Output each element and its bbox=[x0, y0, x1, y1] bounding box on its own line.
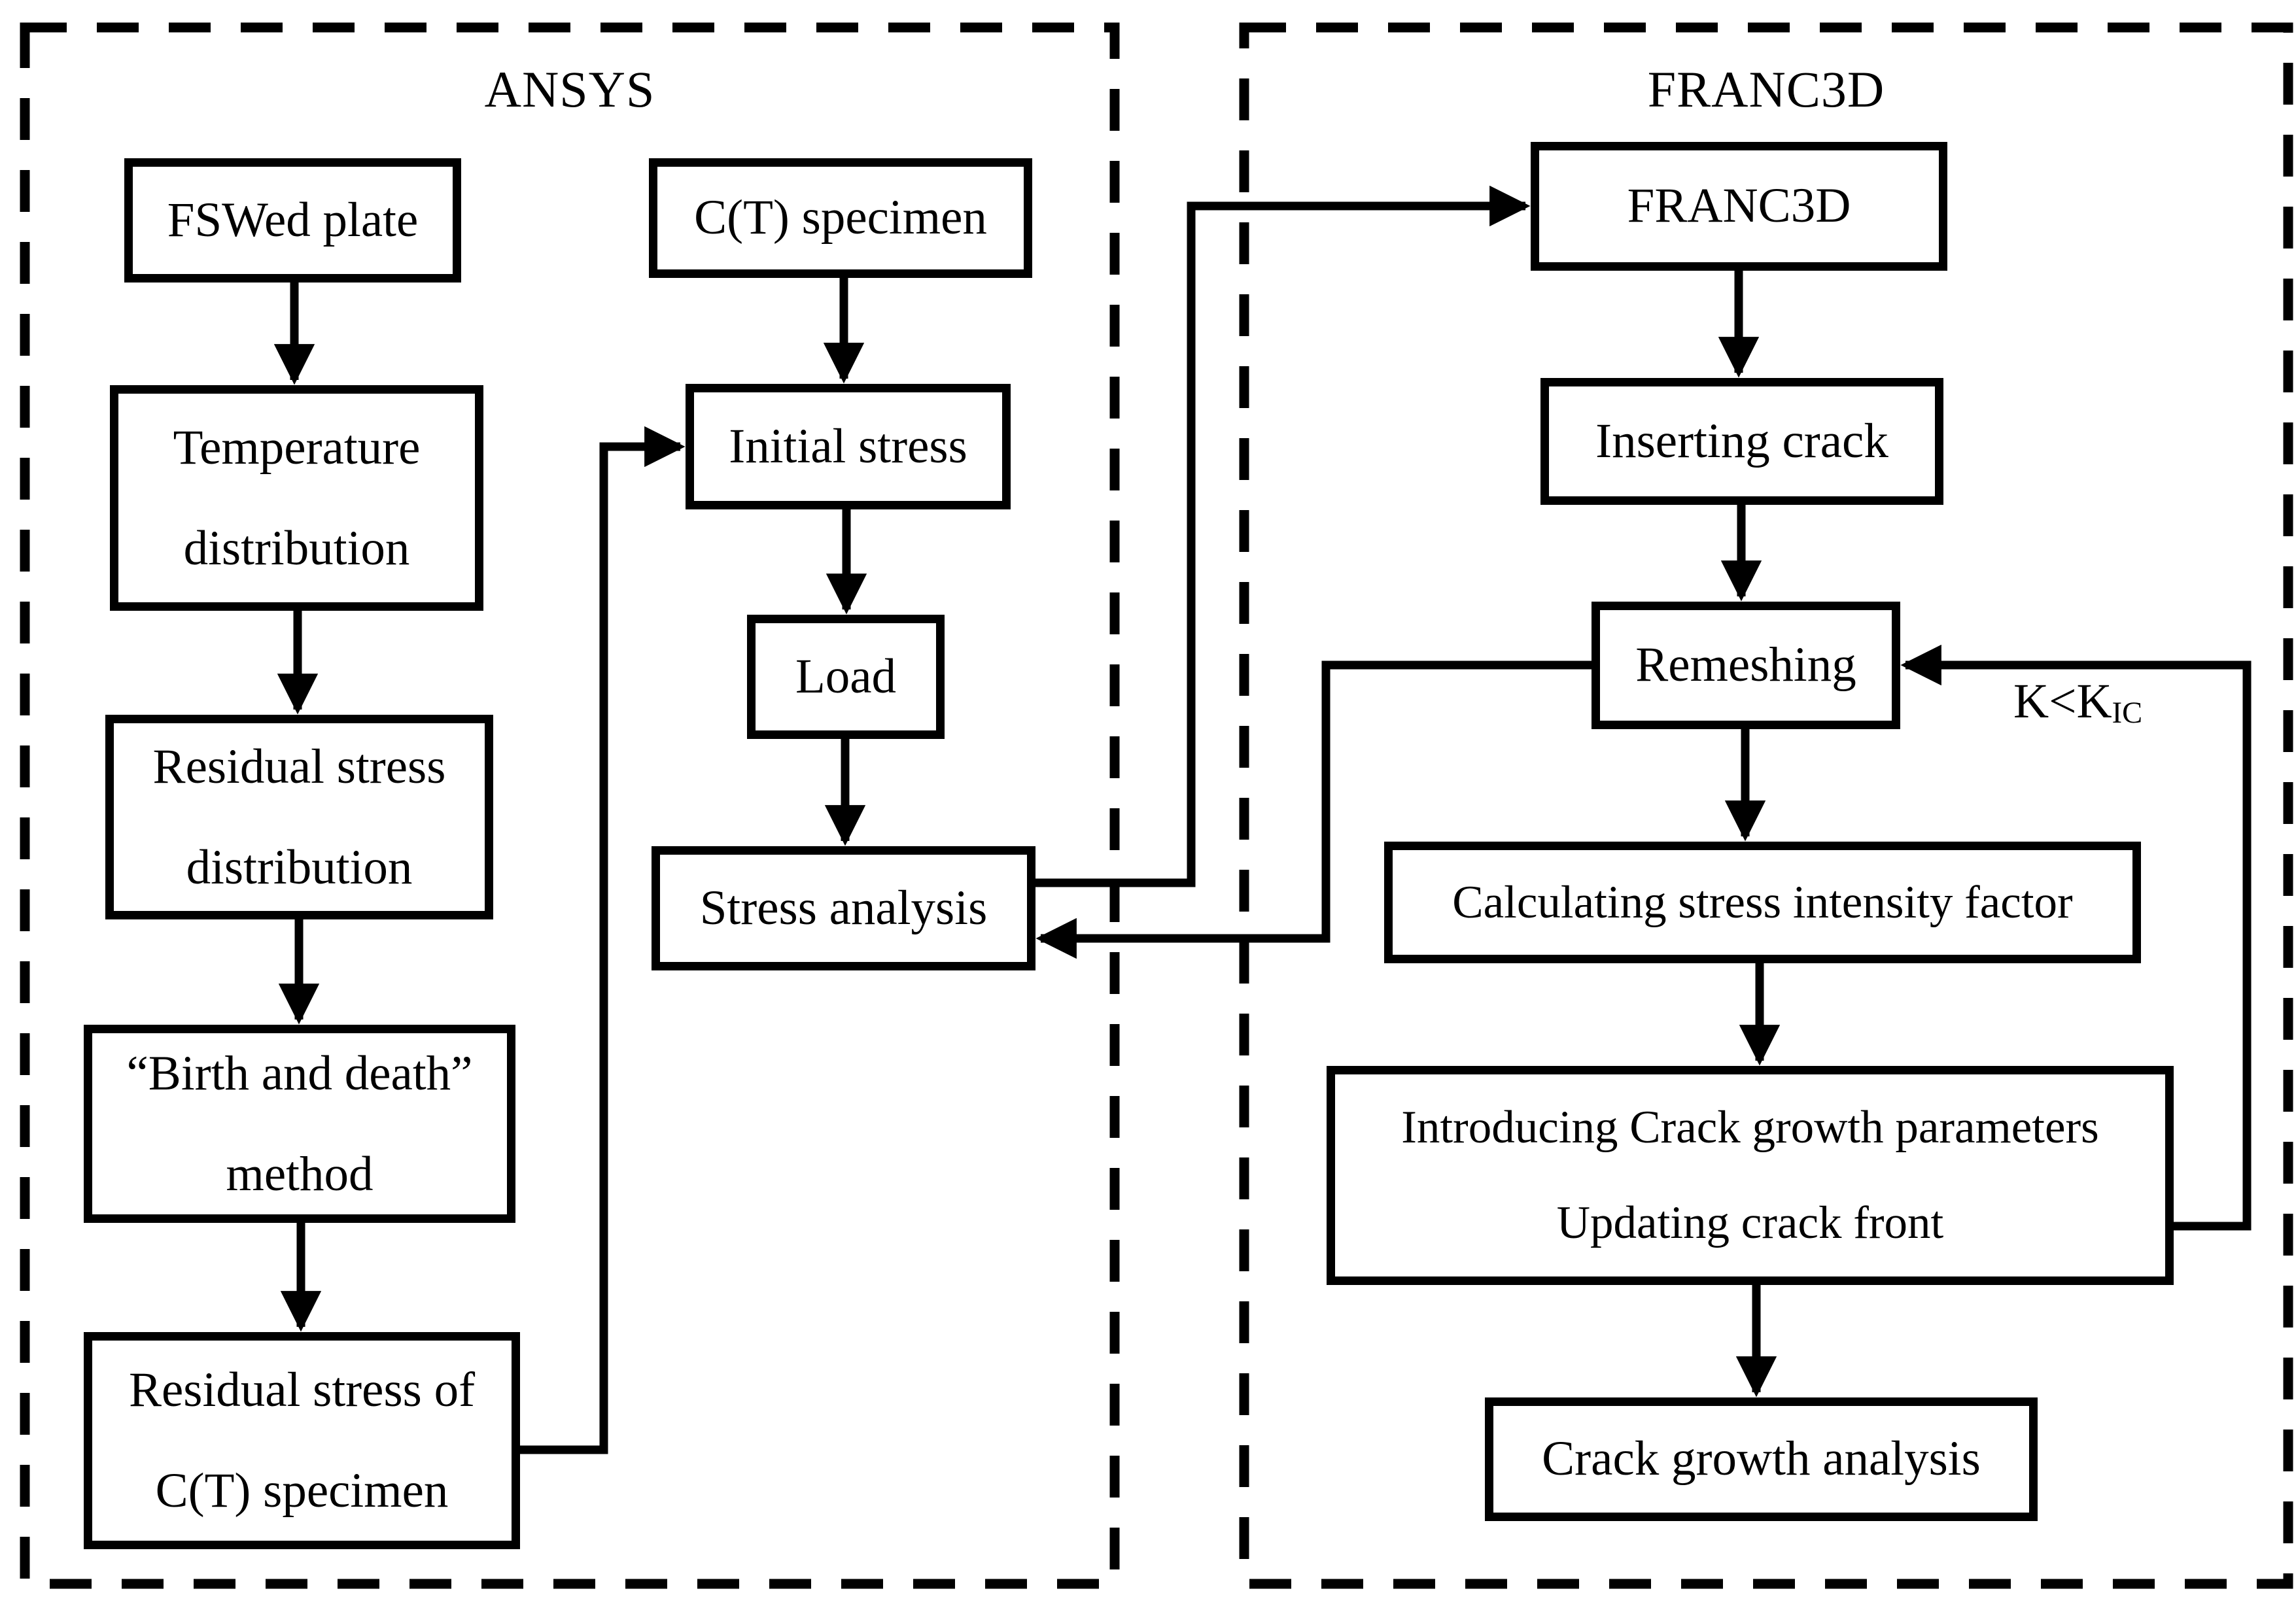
franc3d-region-title: FRANC3D bbox=[1647, 61, 1885, 118]
node-label: Residual stress bbox=[152, 739, 446, 794]
node-label: method bbox=[226, 1146, 374, 1201]
k-condition-label: K<KIC bbox=[2013, 674, 2142, 730]
connector-remeshing-to-stressanalysis bbox=[1035, 660, 1592, 959]
ansys-region-title: ANSYS bbox=[484, 61, 655, 118]
ansys-region-border bbox=[20, 22, 1120, 1589]
node-initial-stress: Initial stress bbox=[686, 384, 1011, 509]
node-residual-stress-distribution: Residual stress distribution bbox=[105, 715, 493, 919]
node-label: Updating crack front bbox=[1556, 1197, 1944, 1248]
node-birth-and-death-method: “Birth and death” method bbox=[84, 1025, 515, 1223]
connector-residualct-to-initialstress bbox=[520, 426, 686, 1454]
node-stress-analysis: Stress analysis bbox=[652, 846, 1035, 970]
node-label: Stress analysis bbox=[699, 880, 988, 935]
node-label: Inserting crack bbox=[1595, 413, 1888, 468]
node-label: Initial stress bbox=[729, 419, 967, 473]
node-label: Remeshing bbox=[1635, 638, 1856, 693]
node-label: FRANC3D bbox=[1627, 179, 1851, 233]
node-load: Load bbox=[747, 615, 945, 739]
node-inserting-crack: Inserting crack bbox=[1540, 378, 1943, 505]
connector-growthparams-to-remeshing-loop bbox=[1900, 644, 2252, 1231]
node-franc3d: FRANC3D bbox=[1531, 142, 1947, 271]
node-fswed-plate: FSWed plate bbox=[124, 158, 461, 283]
connector-stressanalysis-to-franc3d bbox=[1035, 185, 1531, 887]
node-label: “Birth and death” bbox=[126, 1046, 473, 1101]
node-label: Calculating stress intensity factor bbox=[1452, 876, 2073, 928]
node-label: Crack growth analysis bbox=[1542, 1431, 1981, 1486]
node-label: Residual stress of bbox=[128, 1363, 476, 1418]
node-temperature-distribution: Temperature distribution bbox=[110, 385, 483, 611]
node-label: Introducing Crack growth parameters bbox=[1401, 1101, 2099, 1153]
node-calculating-stress-intensity-factor: Calculating stress intensity factor bbox=[1384, 842, 2141, 963]
node-label: distribution bbox=[183, 521, 410, 575]
k-condition-subscript: IC bbox=[2112, 696, 2143, 730]
node-ct-specimen: C(T) specimen bbox=[649, 158, 1032, 278]
franc3d-region-border bbox=[1239, 22, 2293, 1589]
k-condition-text: K<K bbox=[2013, 674, 2112, 728]
node-crack-growth-parameters: Introducing Crack growth parameters Upda… bbox=[1327, 1066, 2174, 1285]
node-label: distribution bbox=[186, 840, 413, 895]
node-label: Temperature bbox=[173, 420, 421, 475]
node-residual-stress-of-ct-specimen: Residual stress of C(T) specimen bbox=[84, 1332, 520, 1549]
node-crack-growth-analysis: Crack growth analysis bbox=[1485, 1397, 2038, 1521]
node-label: Load bbox=[795, 649, 897, 704]
node-label: C(T) specimen bbox=[155, 1464, 449, 1518]
node-label: C(T) specimen bbox=[694, 190, 987, 245]
node-label: FSWed plate bbox=[167, 192, 419, 247]
node-remeshing: Remeshing bbox=[1592, 602, 1900, 729]
